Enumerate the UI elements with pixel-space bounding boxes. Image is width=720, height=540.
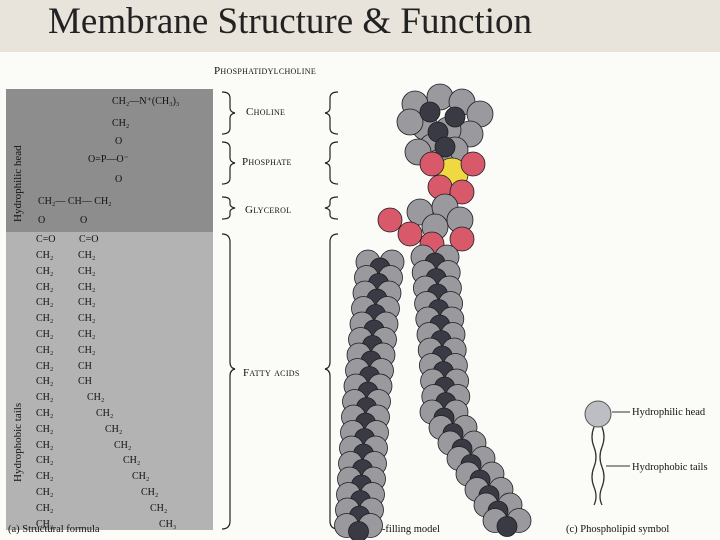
oxygen-1: O — [115, 136, 123, 147]
carbon-atom — [348, 521, 369, 540]
choline-brace-left — [221, 91, 236, 135]
left-chain-unit: CH₂ — [36, 455, 54, 467]
left-chain-unit: CH₂ — [36, 265, 54, 277]
title-bar: Membrane Structure & Function — [0, 0, 720, 52]
phospholipid-figure: Hydrophilic head Hydrophobic tails CH₂—N… — [0, 52, 720, 540]
left-chain-unit: CH₂ — [36, 360, 54, 372]
left-chain-unit: CH₂ — [36, 376, 54, 388]
oxygen-atom — [419, 151, 445, 177]
left-chain-unit: CH₂ — [36, 502, 54, 514]
glycerol-label: Glycerol — [245, 204, 292, 216]
right-chain-unit: CH₂ — [87, 392, 105, 404]
molecule-name: Phosphatidylcholine — [214, 65, 317, 77]
right-chain-unit: CH₂ — [78, 281, 96, 293]
left-chain-unit: CH₂ — [36, 329, 54, 340]
right-chain-unit: CH — [78, 376, 92, 388]
right-chain-unit: CH₂ — [78, 250, 96, 261]
left-chain-unit: CH₂ — [36, 281, 54, 293]
phosphate-label: Phosphate — [242, 156, 292, 168]
oxygen-atom — [377, 207, 403, 233]
choline-brace-right — [324, 91, 339, 135]
left-chain-unit: CH₃ — [36, 518, 54, 530]
left-chain-unit: CH₂ — [36, 344, 54, 356]
left-chain-unit: CH₂ — [36, 392, 54, 404]
fatty-acids-brace-right — [324, 233, 339, 530]
left-chain-unit: CH₂ — [36, 439, 54, 451]
phosphate-brace-left — [221, 141, 236, 185]
right-braces — [324, 91, 339, 530]
diagram-graphics — [221, 83, 630, 540]
left-chain-unit: CH₂ — [36, 408, 54, 419]
phospholipid-symbol — [584, 400, 630, 506]
right-chain-unit: CH₂ — [78, 313, 96, 325]
right-chain-unit: CH₂ — [114, 439, 132, 451]
right-chain-unit: CH₂ — [78, 297, 96, 309]
choline-ch2-formula: CH₂ — [112, 118, 130, 129]
right-chain-unit: CH₂ — [150, 502, 168, 514]
oxygen-atom — [449, 179, 475, 205]
symbol-head-circle — [584, 400, 612, 428]
left-chain-unit: CH₂ — [36, 487, 54, 498]
phosphate-brace-right — [324, 141, 339, 185]
symbol-head-label: Hydrophilic head — [632, 407, 706, 418]
caption-c: (c) Phospholipid symbol — [566, 524, 670, 535]
hydrophilic-head-panel — [6, 89, 213, 232]
oxygen-atom — [460, 151, 486, 177]
slide-title: Membrane Structure & Function — [48, 1, 532, 42]
carbon-atom — [496, 516, 518, 537]
oxygen-atom — [449, 226, 475, 252]
right-chain-unit: CH₃ — [159, 518, 177, 530]
glycerol-brace-left — [221, 196, 236, 220]
left-chain-unit: CH₂ — [36, 313, 54, 325]
left-chain-unit: CH₂ — [36, 297, 54, 309]
glycerol-brace-right — [324, 196, 339, 220]
ester-left: C=O — [36, 234, 56, 245]
carbon-atom — [434, 136, 456, 158]
left-chain-unit: CH₂ — [36, 471, 54, 483]
choline-label: Choline — [246, 106, 286, 118]
oxygen-2: O — [115, 174, 123, 185]
left-chain-unit: CH₂ — [36, 250, 54, 261]
right-chain-unit: CH₂ — [132, 471, 150, 483]
oxygen-right: O — [80, 215, 88, 226]
hydrophobic-tails-panel — [6, 232, 213, 530]
phosphate-formula: O=P—O⁻ — [88, 154, 129, 165]
hydrogen-atom — [396, 108, 424, 136]
right-chain-unit: CH₂ — [141, 487, 159, 498]
right-chain-unit: CH₂ — [78, 344, 96, 356]
caption-a: (a) Structural formula — [8, 524, 100, 535]
left-chain-unit: CH₂ — [36, 423, 54, 435]
right-chain-unit: CH₂ — [78, 329, 96, 340]
space-filling-model — [334, 83, 532, 540]
symbol-tails-label: Hydrophobic tails — [632, 462, 708, 473]
right-chain-unit: CH₂ — [105, 423, 123, 435]
right-chain-unit: CH₂ — [96, 408, 114, 419]
carbon-atom — [444, 106, 466, 128]
carbon-atom — [419, 101, 441, 123]
caption-b: (b) Space-filling model — [342, 524, 440, 535]
oxygen-atom — [397, 221, 423, 247]
left-braces — [221, 91, 236, 530]
right-chain-unit: CH₂ — [78, 265, 96, 277]
glycerol-formula: CH₂— CH— CH₂ — [38, 196, 112, 207]
ester-right: C=O — [79, 234, 99, 245]
fatty-acids-label: Fatty acids — [243, 367, 300, 379]
right-chain-unit: CH₂ — [123, 455, 141, 467]
oxygen-left: O — [38, 215, 46, 226]
symbol-tail-left — [591, 426, 597, 506]
symbol-tail-right — [599, 426, 605, 506]
fatty-acids-brace-left — [221, 233, 236, 530]
choline-top-formula: CH₂—N⁺(CH₃)₃ — [112, 96, 180, 107]
right-chain-unit: CH — [78, 360, 92, 372]
